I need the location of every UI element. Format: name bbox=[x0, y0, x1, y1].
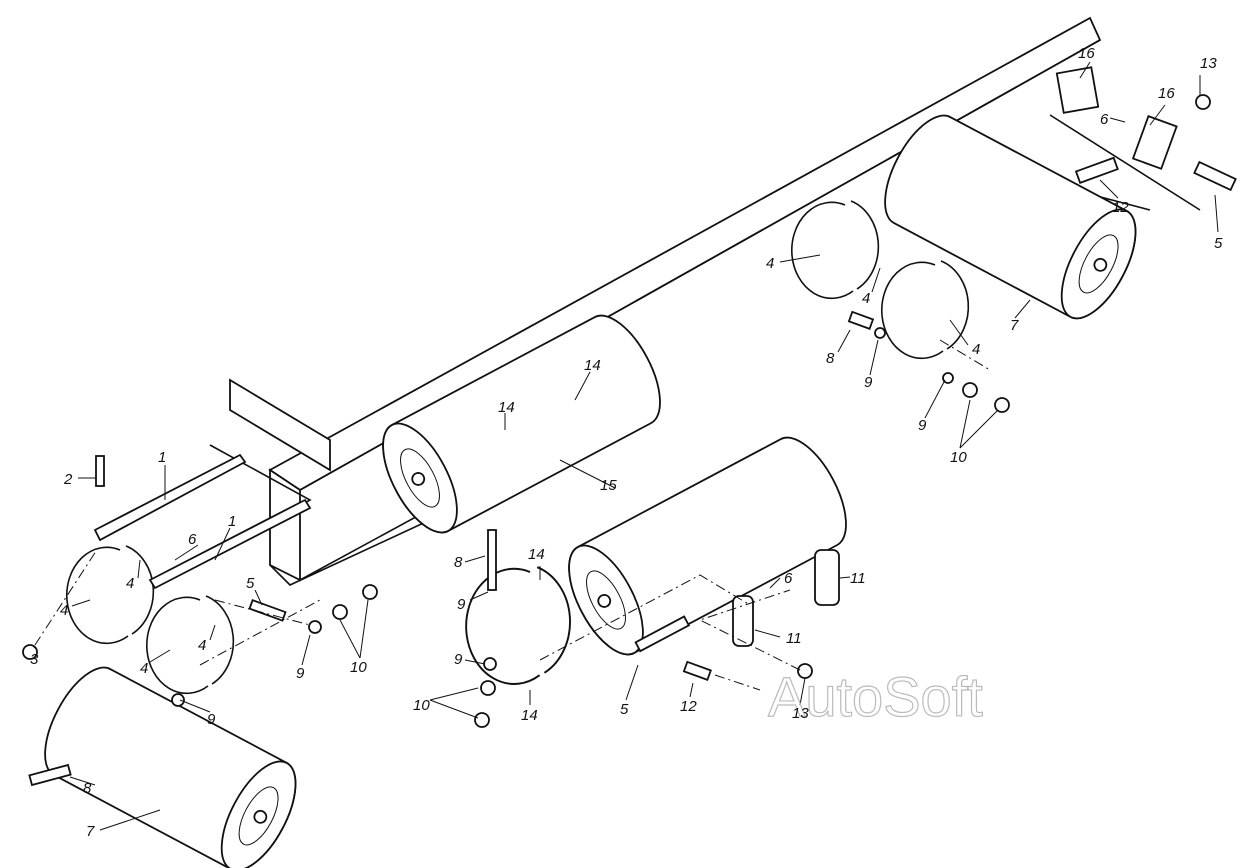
callout-7: 7 bbox=[1010, 317, 1019, 334]
callout-4: 4 bbox=[140, 660, 148, 677]
callout-11: 11 bbox=[850, 570, 866, 587]
callout-7: 7 bbox=[86, 823, 95, 840]
clamp-4 bbox=[145, 595, 235, 695]
callout-14: 14 bbox=[521, 707, 538, 724]
clamp-4 bbox=[790, 200, 880, 300]
bracket-11 bbox=[732, 549, 840, 647]
bracket-16 bbox=[1055, 66, 1178, 170]
callout-2: 2 bbox=[63, 471, 73, 488]
air-tank-upper-right bbox=[869, 103, 1152, 331]
callout-4: 4 bbox=[198, 637, 206, 654]
air-tank-lower-left bbox=[29, 655, 312, 868]
callout-13: 13 bbox=[1200, 55, 1217, 72]
callout-1: 1 bbox=[158, 449, 166, 466]
callout-4: 4 bbox=[766, 255, 774, 272]
callout-4: 4 bbox=[862, 290, 870, 307]
callout-10: 10 bbox=[950, 449, 967, 466]
callout-14: 14 bbox=[584, 357, 601, 374]
callout-4: 4 bbox=[972, 341, 980, 358]
callout-labels: 16 13 16 6 12 5 4 4 4 7 8 9 9 10 14 14 1… bbox=[30, 45, 1223, 840]
callout-9: 9 bbox=[207, 711, 216, 728]
callout-14: 14 bbox=[528, 546, 545, 563]
callout-9: 9 bbox=[457, 596, 466, 613]
clamp-4 bbox=[880, 260, 970, 360]
fasteners bbox=[22, 94, 1237, 787]
assembly-lines bbox=[34, 339, 991, 691]
callout-16: 16 bbox=[1158, 85, 1175, 102]
watermark: AutoSoft bbox=[768, 665, 983, 728]
callout-12: 12 bbox=[680, 698, 697, 715]
callout-8: 8 bbox=[83, 780, 92, 797]
callout-6: 6 bbox=[188, 531, 197, 548]
leader-lines bbox=[31, 61, 1219, 831]
callout-12: 12 bbox=[1112, 199, 1129, 216]
callout-15: 15 bbox=[600, 477, 617, 494]
callout-9: 9 bbox=[918, 417, 927, 434]
callout-13: 13 bbox=[792, 705, 809, 722]
callout-6: 6 bbox=[1100, 111, 1109, 128]
callout-5: 5 bbox=[1214, 235, 1223, 252]
callout-8: 8 bbox=[826, 350, 835, 367]
callout-8: 8 bbox=[454, 554, 463, 571]
callout-4: 4 bbox=[126, 575, 134, 592]
callout-9: 9 bbox=[454, 651, 463, 668]
callout-3: 3 bbox=[30, 651, 39, 668]
callout-14: 14 bbox=[498, 399, 515, 416]
clamp-14 bbox=[465, 566, 571, 685]
callout-1: 1 bbox=[228, 513, 236, 530]
callout-4: 4 bbox=[60, 602, 68, 619]
callout-11: 11 bbox=[786, 630, 802, 647]
callout-5: 5 bbox=[620, 701, 629, 718]
air-tank-center bbox=[553, 425, 862, 667]
callout-9: 9 bbox=[864, 374, 873, 391]
callout-10: 10 bbox=[350, 659, 367, 676]
callout-10: 10 bbox=[413, 697, 430, 714]
callout-9: 9 bbox=[296, 665, 305, 682]
frame-rail bbox=[204, 16, 1201, 586]
callout-5: 5 bbox=[246, 575, 255, 592]
bracket-1 bbox=[93, 453, 312, 590]
callout-6: 6 bbox=[784, 570, 793, 587]
callout-16: 16 bbox=[1078, 45, 1095, 62]
